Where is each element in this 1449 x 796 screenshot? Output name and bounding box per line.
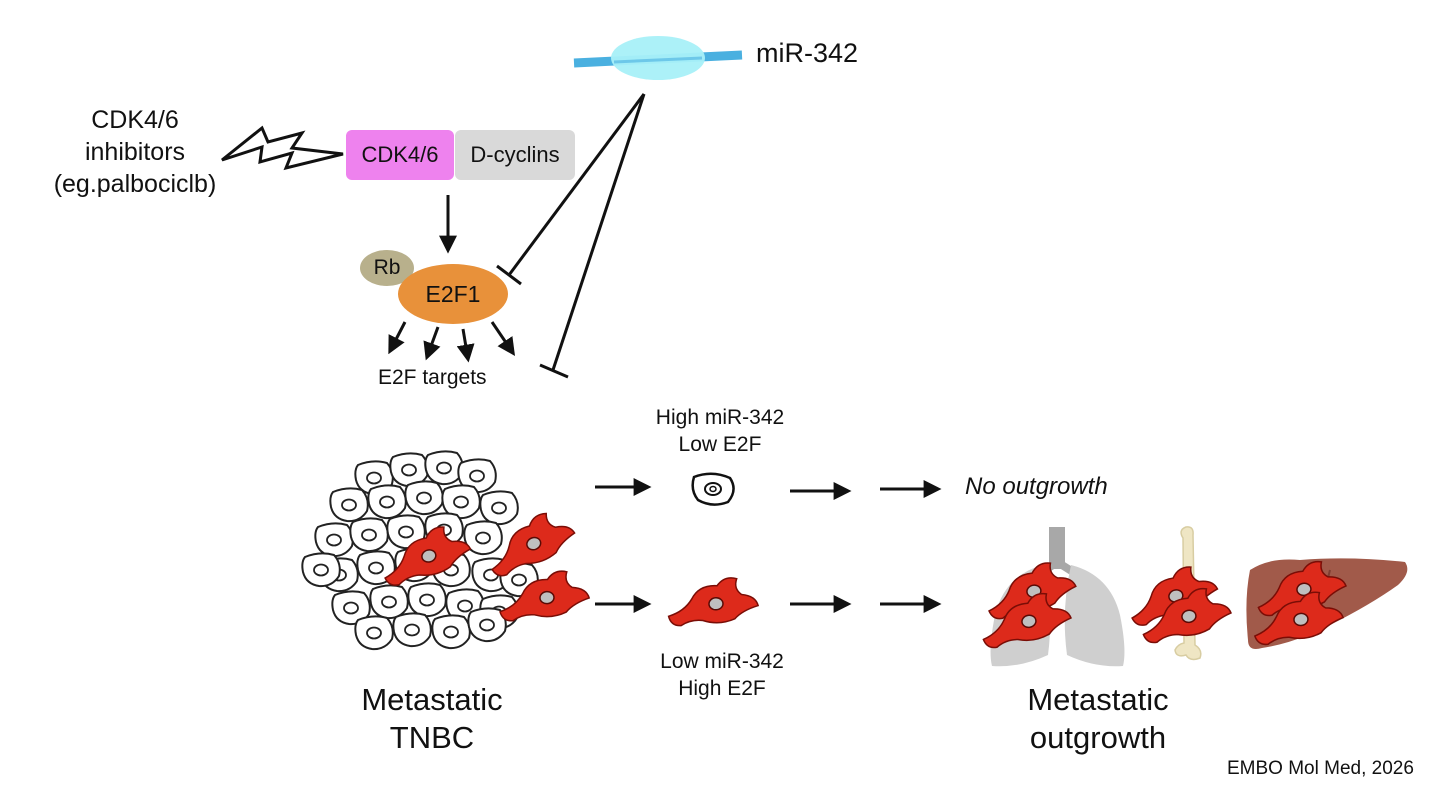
low-mir-condition: Low miR-342 High E2F <box>660 648 784 702</box>
inhibition-to-e2f1 <box>496 93 646 286</box>
high-mir-line-2: Low E2F <box>678 433 762 456</box>
d-cyclins-box: D-cyclins <box>455 130 575 180</box>
drug-line-2: inhibitors <box>84 138 186 166</box>
bone-metastasis-cells <box>1122 560 1235 646</box>
drug-line-3: (eg.palbociclb) <box>53 170 217 198</box>
lightning-bolt-icon <box>221 125 344 171</box>
tumor-label: Metastatic TNBC <box>361 681 502 757</box>
cdk46-box: CDK4/6 <box>346 130 454 180</box>
drug-line-1: CDK4/6 <box>91 106 179 134</box>
low-mir-line-1: Low miR-342 <box>660 650 784 673</box>
high-mir-line-1: High miR-342 <box>655 406 785 429</box>
rb-node: Rb <box>360 250 414 286</box>
target-arrows <box>388 321 516 363</box>
outgrowth-label: Metastatic outgrowth <box>1027 681 1168 757</box>
e2f1-node: E2F1 <box>398 264 508 324</box>
inhibition-to-targets <box>539 93 646 379</box>
cdk-inhibitors-label: CDK4/6 inhibitors (eg.palbociclb) <box>54 104 217 200</box>
e2f-targets-label: E2F targets <box>378 366 487 389</box>
high-mir-condition: High miR-342 Low E2F <box>656 404 784 458</box>
mirna-icon <box>573 36 743 80</box>
tumor-line-1: Metastatic <box>361 682 503 717</box>
low-mir-line-2: High E2F <box>678 677 766 700</box>
citation: EMBO Mol Med, 2026 <box>1227 758 1414 779</box>
outgrowth-line-2: outgrowth <box>1029 720 1167 755</box>
tumor-line-2: TNBC <box>389 720 475 755</box>
outgrowth-line-1: Metastatic <box>1027 682 1169 717</box>
mirna-label: miR-342 <box>756 38 859 68</box>
proliferative-cell-icon <box>665 575 760 628</box>
no-outgrowth-label: No outgrowth <box>965 473 1108 500</box>
dormant-cell-icon <box>691 472 735 506</box>
